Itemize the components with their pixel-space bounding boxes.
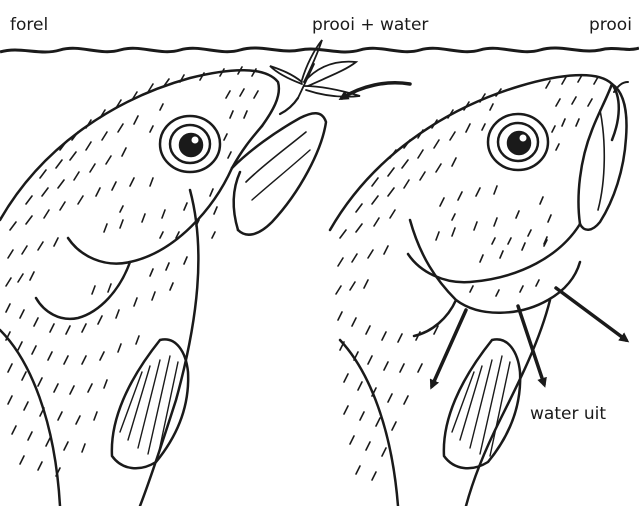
- outflow-arrow-1: [432, 310, 466, 386]
- label-forel: forel: [10, 17, 48, 34]
- label-water-uit: water uit: [530, 406, 606, 423]
- right-trout-head: [330, 75, 628, 506]
- outflow-arrow-3: [556, 288, 626, 340]
- left-trout-scale-texture: [6, 67, 258, 476]
- label-prooi: prooi: [589, 17, 632, 34]
- curved-arrow-icon: [342, 83, 410, 98]
- label-prooi-water: prooi + water: [312, 17, 428, 34]
